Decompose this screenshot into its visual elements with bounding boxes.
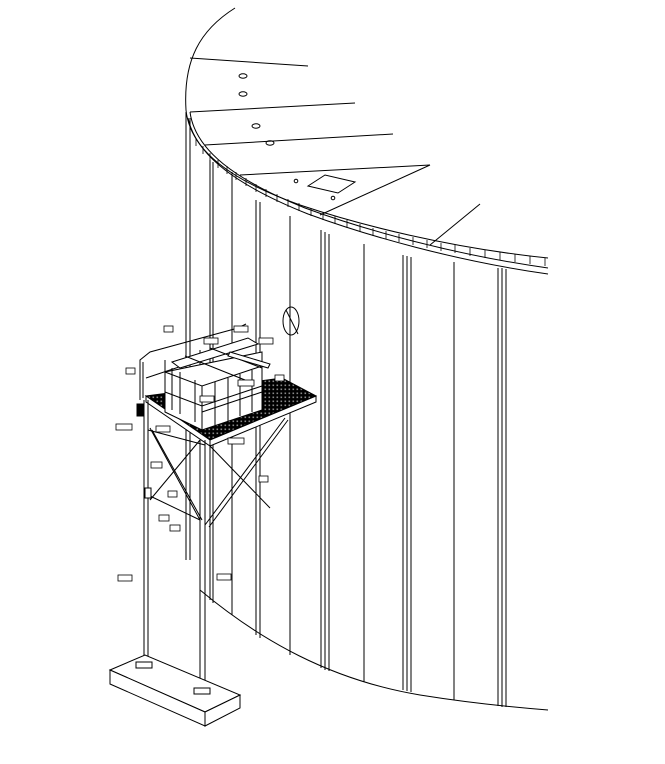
- callout-tag: [216, 573, 232, 581]
- callout-tag: [167, 490, 178, 498]
- callout-tag: [155, 425, 171, 433]
- callout-tag: [115, 423, 133, 431]
- callout-tag: [258, 475, 269, 483]
- callout-tag: [274, 374, 285, 382]
- callout-tag: [199, 395, 215, 403]
- callout-tag: [163, 325, 174, 333]
- callout-tag: [169, 524, 181, 532]
- callout-tag: [203, 337, 219, 345]
- callout-tag: [117, 574, 133, 582]
- support-structure: [108, 400, 289, 727]
- callout-tag: [158, 514, 170, 522]
- callout-tag: [125, 367, 136, 375]
- callouts: [115, 325, 285, 582]
- tank-roof: [185, 7, 549, 275]
- callout-tag: [227, 437, 245, 445]
- callout-tag: [233, 325, 249, 333]
- platform: [139, 323, 318, 447]
- callout-tag: [150, 461, 163, 469]
- callout-tag: [237, 379, 255, 387]
- callout-tag: [258, 337, 274, 345]
